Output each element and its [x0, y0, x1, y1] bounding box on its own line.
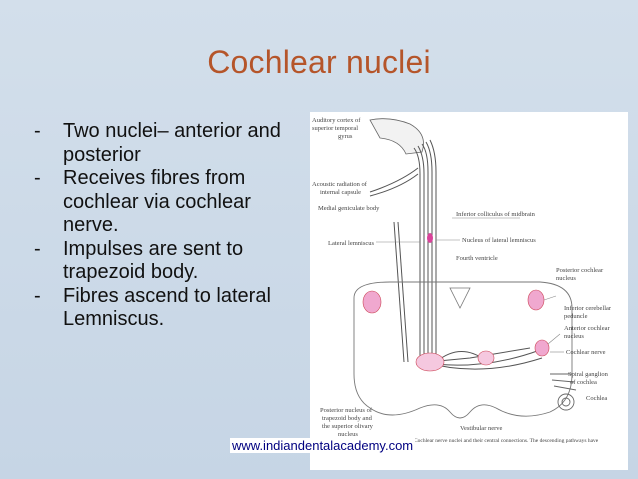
label-anterior-cochlear: Anterior cochlear [564, 325, 610, 332]
bullet-text: Impulses are sent to trapezoid body. [63, 237, 244, 284]
label-auditory-cortex: Auditory cortex of [312, 117, 361, 124]
label-spiral-ganglion: Spiral ganglion [568, 371, 609, 378]
label-posterior-trapezoid-2: trapezoid body and [322, 415, 373, 422]
label-cochlear-nerve: Cochlear nerve [566, 349, 606, 356]
fourth-ventricle-shape [449, 287, 471, 309]
label-leader-lines [376, 217, 564, 353]
anterior-cochlear-nucleus [534, 339, 550, 357]
bullet-marker: - [34, 120, 41, 142]
bullet-item: -Fibres ascend to lateral Lemniscus. [34, 285, 304, 332]
label-posterior-cochlear-2: nucleus [556, 275, 576, 282]
label-posterior-cochlear: Posterior cochlear [556, 267, 604, 274]
slide-title: Cochlear nuclei [207, 44, 431, 80]
auditory-cortex-shape [369, 118, 424, 155]
label-cochlea: Cochlea [586, 395, 607, 402]
bullet-item: -Two nuclei– anterior and posterior [34, 120, 304, 167]
label-auditory-cortex-2: superior temporal [312, 125, 358, 132]
left-cochlear-nucleus [362, 290, 382, 314]
brainstem-outline [353, 281, 573, 419]
label-lateral-lemniscus: Lateral lemniscus [328, 240, 374, 247]
bullet-marker: - [34, 284, 41, 307]
posterior-cochlear-nucleus [527, 289, 545, 311]
bullet-marker: - [34, 237, 41, 260]
label-fourth-ventricle: Fourth ventricle [456, 255, 498, 262]
cochlea-shape [550, 373, 577, 411]
diagram-labels: Auditory cortex of superior temporal gyr… [312, 117, 612, 444]
bullet-text: Fibres ascend to lateral Lemniscus. [63, 284, 271, 331]
label-anterior-cochlear-2: nucleus [564, 333, 584, 340]
bullet-list: -Two nuclei– anterior and posterior -Rec… [34, 120, 304, 332]
label-auditory-cortex-3: gyrus [338, 133, 353, 140]
bullet-text: Receives fibres from cochlear via cochle… [63, 167, 251, 236]
label-posterior-trapezoid-4: nucleus [338, 431, 358, 438]
diagram-svg: Auditory cortex of superior temporal gyr… [312, 117, 612, 444]
label-posterior-trapezoid: Posterior nucleus of [320, 407, 373, 414]
watermark-link[interactable]: www.indiandentalacademy.com [230, 438, 416, 453]
label-medial-geniculate: Medial geniculate body [318, 205, 380, 212]
bullet-marker: - [34, 167, 41, 189]
label-acoustic-radiation-2: internal capsule [320, 189, 361, 196]
label-inferior-cerebellar-2: peduncle [564, 313, 588, 320]
label-spiral-ganglion-2: of cochlea [570, 379, 597, 386]
figure-caption: Cochlear nerve nuclei and their central … [414, 438, 599, 444]
label-posterior-trapezoid-3: the superior olivary [322, 423, 374, 430]
label-vestibular-nerve: Vestibular nerve [460, 425, 503, 432]
right-olivary-nucleus [477, 350, 495, 366]
label-nucleus-lateral-lemniscus: Nucleus of lateral lemniscus [462, 237, 536, 244]
lateral-lemniscus-nucleus [427, 233, 433, 243]
label-acoustic-radiation: Acoustic radiation of [312, 181, 368, 188]
bullet-text: Two nuclei– anterior and posterior [63, 120, 281, 166]
auditory-pathway-diagram: Auditory cortex of superior temporal gyr… [310, 112, 628, 470]
trapezoid-nucleus [415, 352, 445, 372]
label-inferior-colliculus: Inferior colliculus of midbrain [456, 211, 536, 218]
bullet-item: -Impulses are sent to trapezoid body. [34, 238, 304, 285]
label-inferior-cerebellar: Inferior cerebellar [564, 305, 612, 312]
bullet-item: -Receives fibres from cochlear via cochl… [34, 167, 304, 238]
